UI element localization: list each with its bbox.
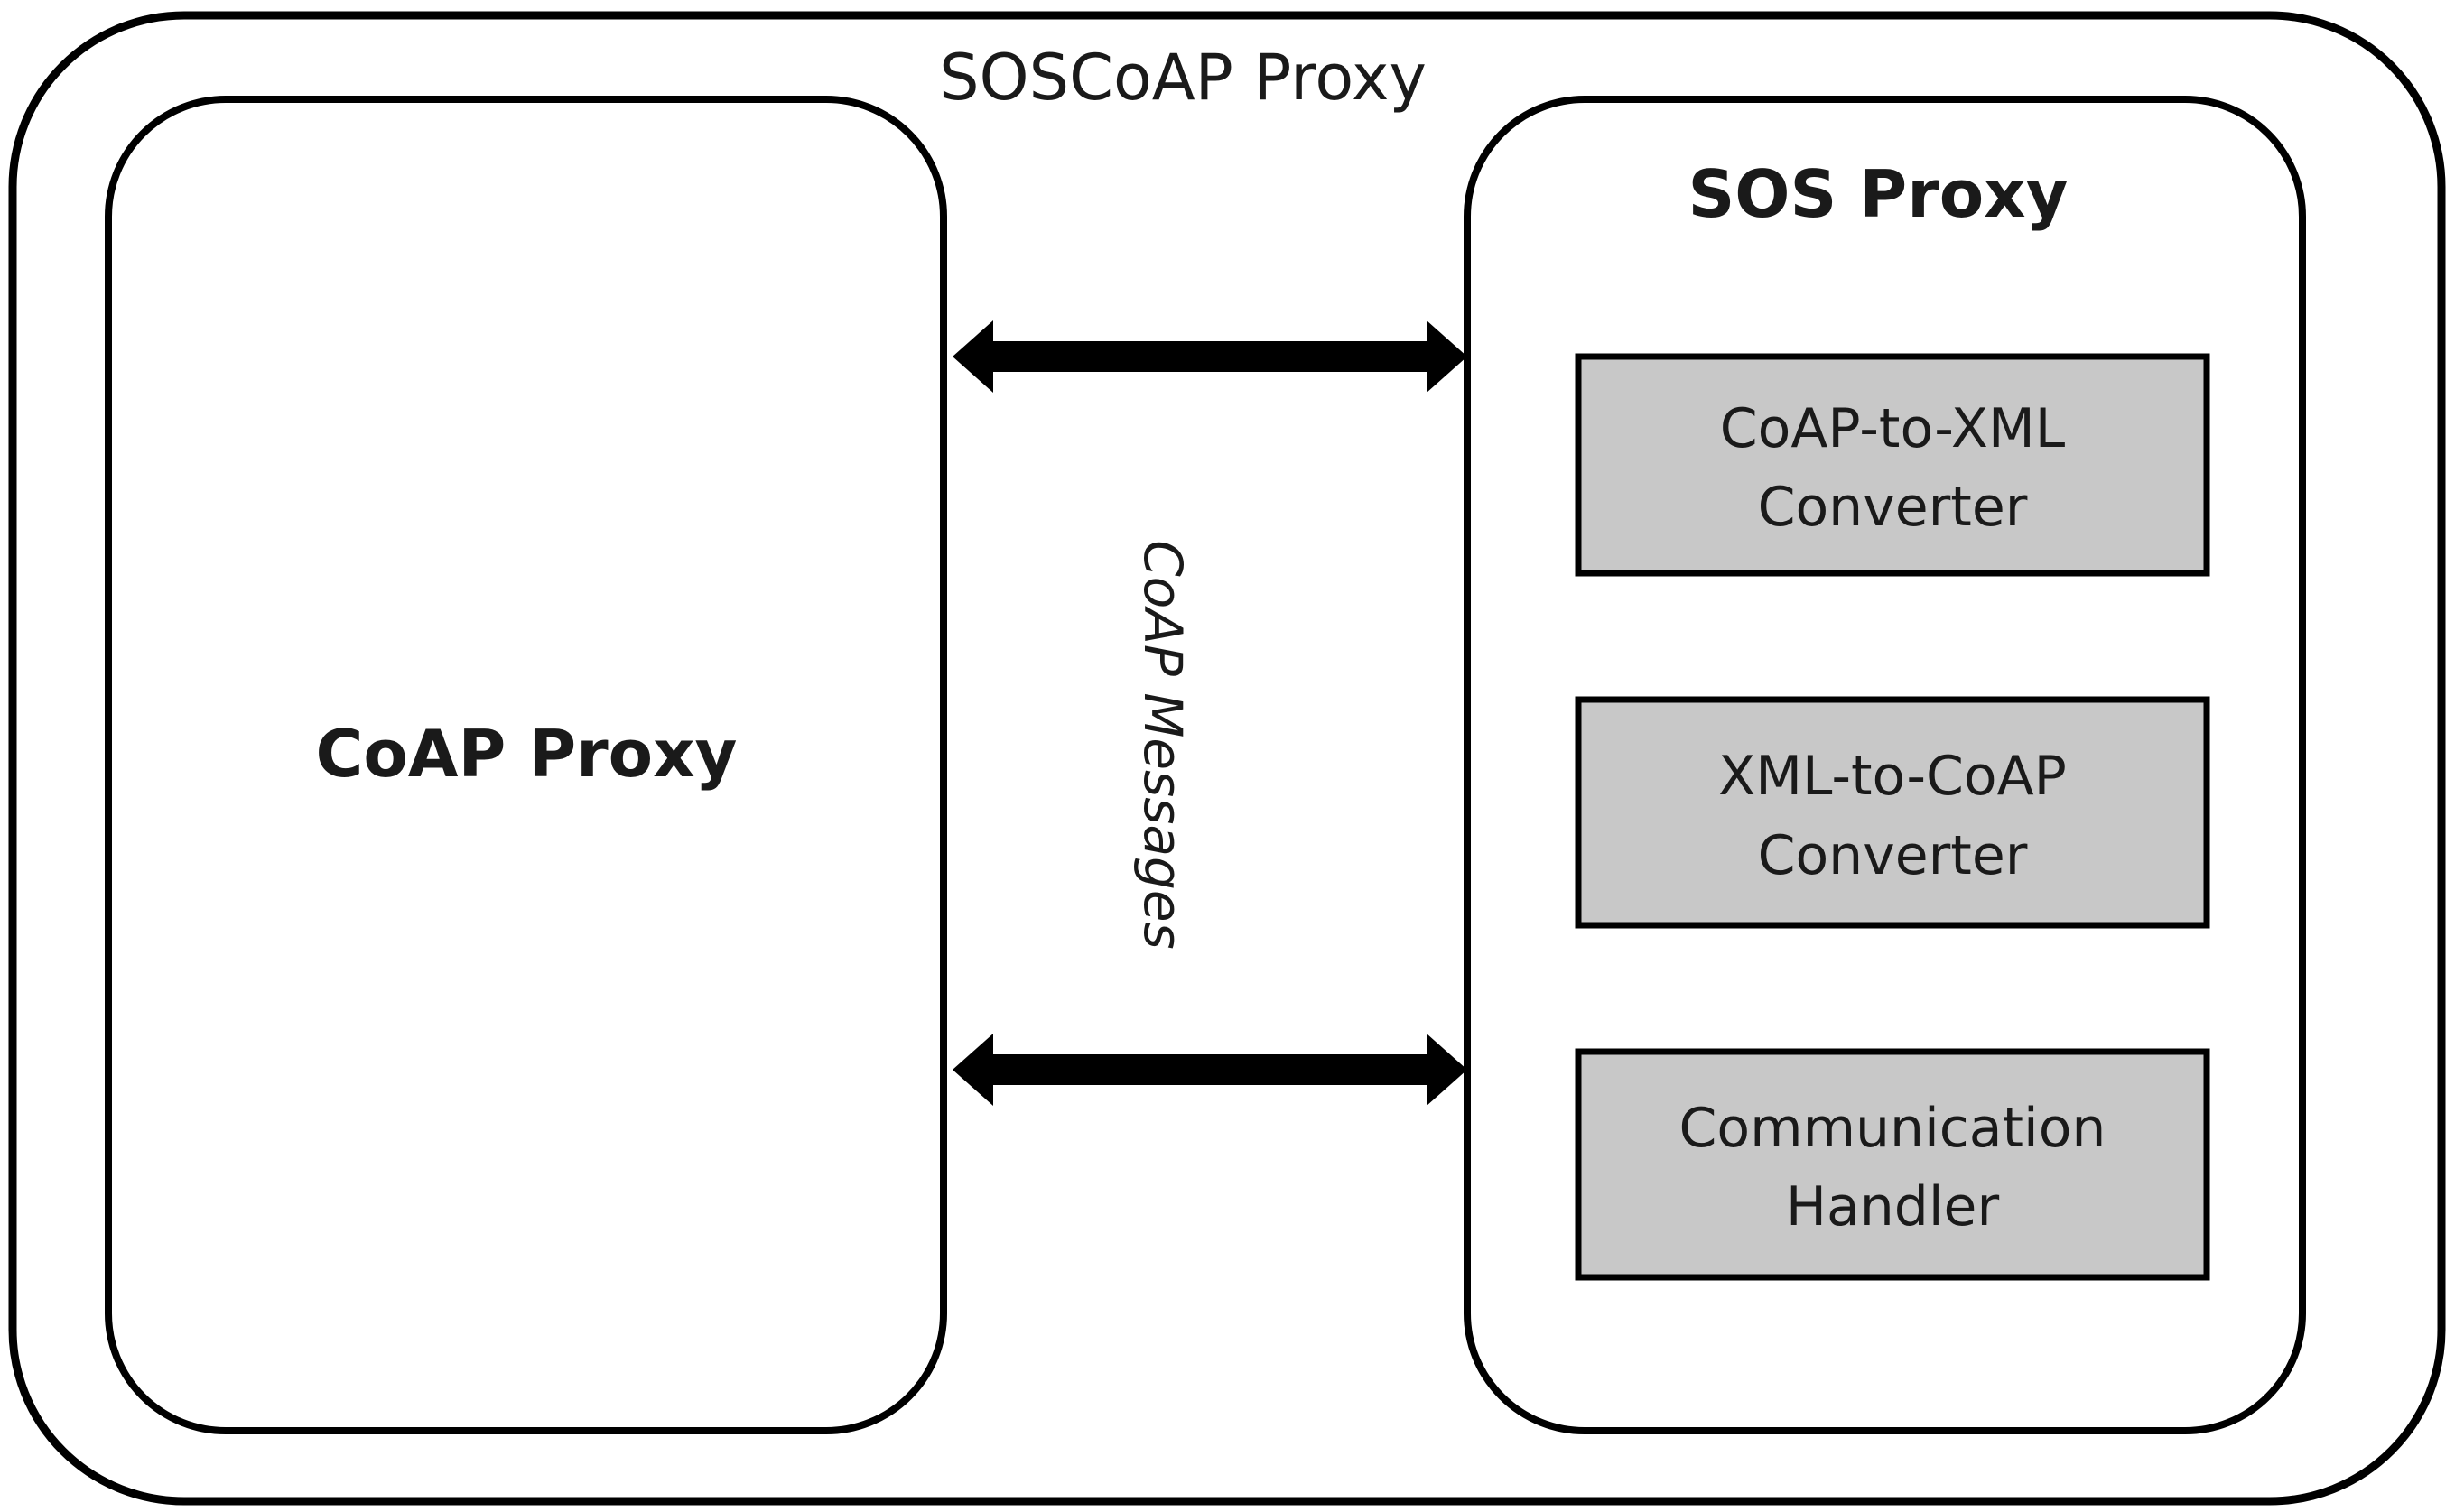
coap-to-xml-converter-line1: CoAP-to-XML — [1720, 397, 2066, 460]
xml-to-coap-converter-box — [1575, 696, 2210, 929]
xml-to-coap-converter-line1: XML-to-CoAP — [1718, 745, 2067, 808]
communication-handler-line1: Communication — [1679, 1097, 2106, 1160]
soscoap-proxy-label: SOSCoAP Proxy — [939, 41, 1427, 115]
coap-messages-label: CoAP Messages — [1132, 540, 1194, 950]
coap-proxy-box — [105, 96, 947, 1434]
communication-handler-box — [1575, 1048, 2210, 1281]
sos-proxy-label: SOS Proxy — [1688, 156, 2068, 232]
xml-to-coap-converter-line2: Converter — [1758, 824, 2028, 887]
top-double-arrow — [953, 320, 1467, 393]
communication-handler-line2: Handler — [1786, 1175, 2000, 1238]
coap-to-xml-converter-box — [1575, 353, 2210, 577]
coap-to-xml-converter-line2: Converter — [1758, 476, 2028, 539]
coap-proxy-label: CoAP Proxy — [316, 716, 738, 792]
bottom-double-arrow — [953, 1034, 1467, 1106]
